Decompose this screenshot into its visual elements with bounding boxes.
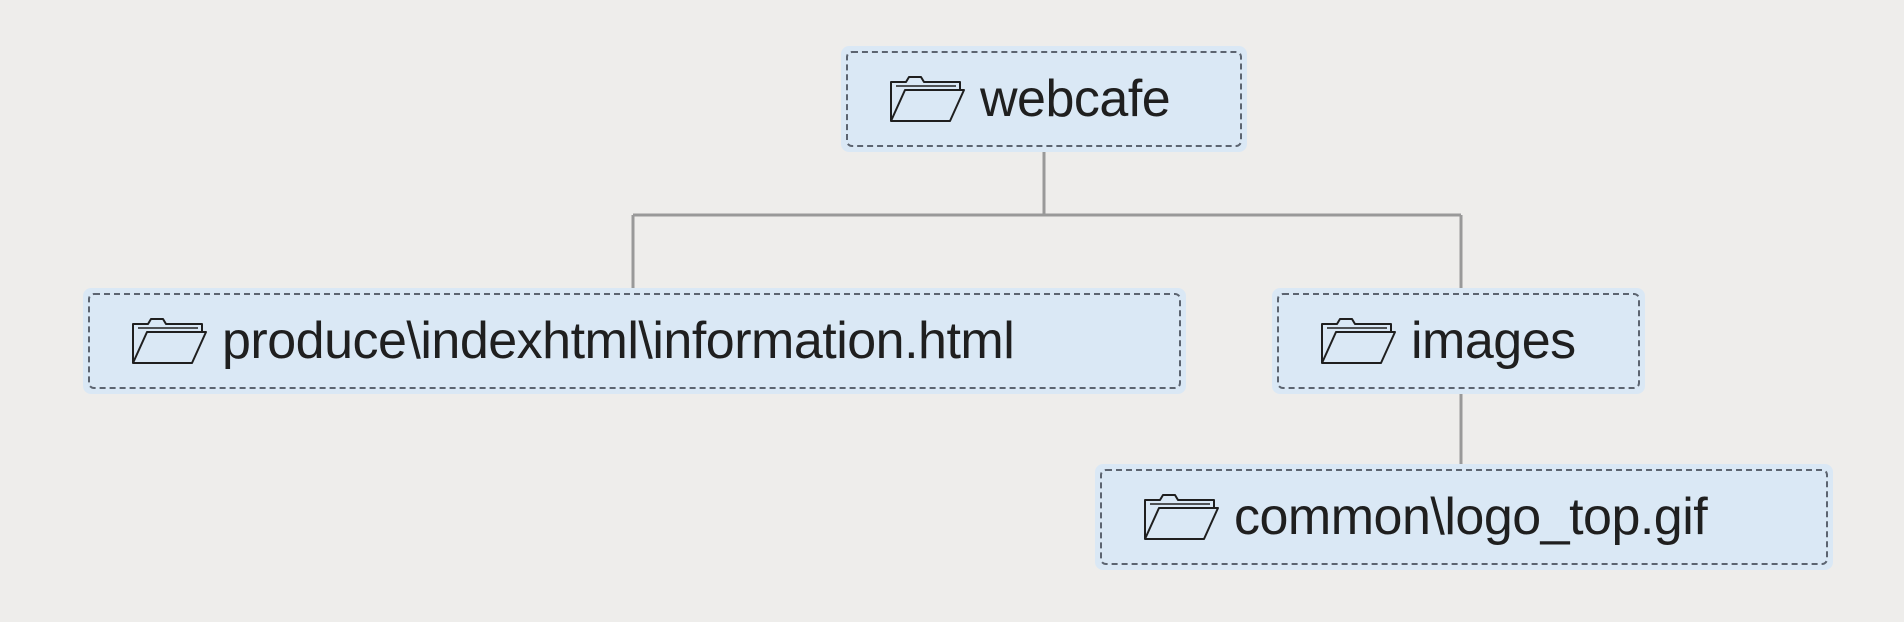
folder-open-icon xyxy=(1319,317,1397,365)
connector-webcafe-to-children xyxy=(631,152,1463,288)
tree-node-common[interactable]: common\logo_top.gif xyxy=(1095,464,1833,570)
tree-node-frame: webcafe xyxy=(846,51,1242,147)
folder-open-icon xyxy=(1142,493,1220,541)
folder-open-icon xyxy=(888,75,966,123)
folder-open-icon xyxy=(130,317,208,365)
tree-node-label: webcafe xyxy=(980,70,1171,128)
tree-node-images[interactable]: images xyxy=(1272,288,1645,394)
tree-node-label: produce\indexhtml\information.html xyxy=(222,312,1015,370)
tree-node-frame: produce\indexhtml\information.html xyxy=(88,293,1181,389)
tree-node-label: common\logo_top.gif xyxy=(1234,488,1708,546)
tree-node-webcafe[interactable]: webcafe xyxy=(841,46,1247,152)
tree-node-produce[interactable]: produce\indexhtml\information.html xyxy=(83,288,1186,394)
tree-node-frame: common\logo_top.gif xyxy=(1100,469,1828,565)
tree-node-label: images xyxy=(1411,312,1576,370)
tree-node-frame: images xyxy=(1277,293,1640,389)
